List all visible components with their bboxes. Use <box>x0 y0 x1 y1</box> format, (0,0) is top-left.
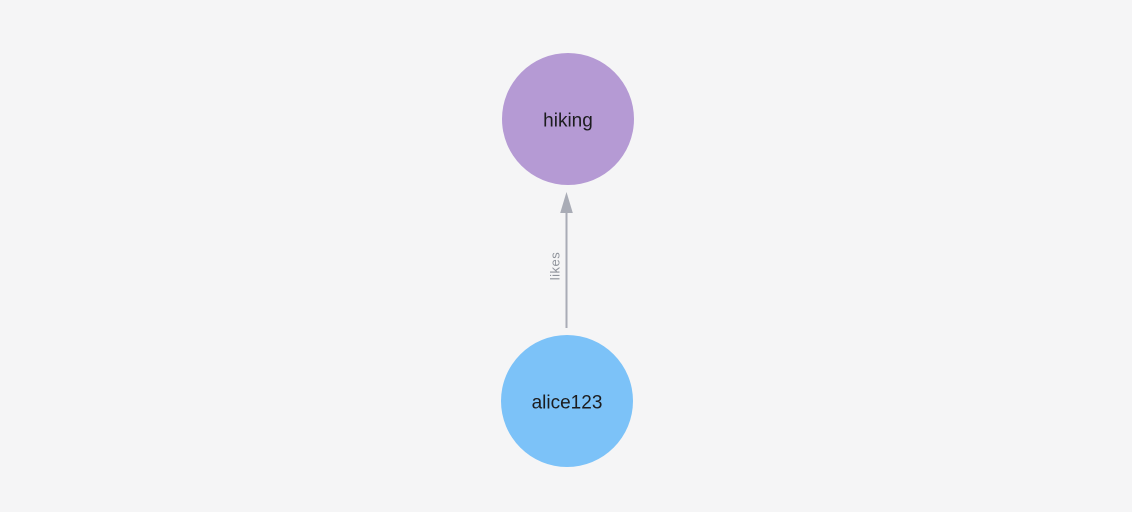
node-alice123[interactable]: alice123 <box>501 335 633 467</box>
edge-label: likes <box>548 252 563 281</box>
node-label: hiking <box>543 111 593 132</box>
node-circle[interactable] <box>501 335 633 467</box>
node-hiking[interactable]: hiking <box>502 53 634 185</box>
arrowhead-up-icon <box>560 192 573 213</box>
edge-likes[interactable]: likes <box>548 192 573 328</box>
node-circle[interactable] <box>502 53 634 185</box>
node-label: alice123 <box>532 393 603 414</box>
